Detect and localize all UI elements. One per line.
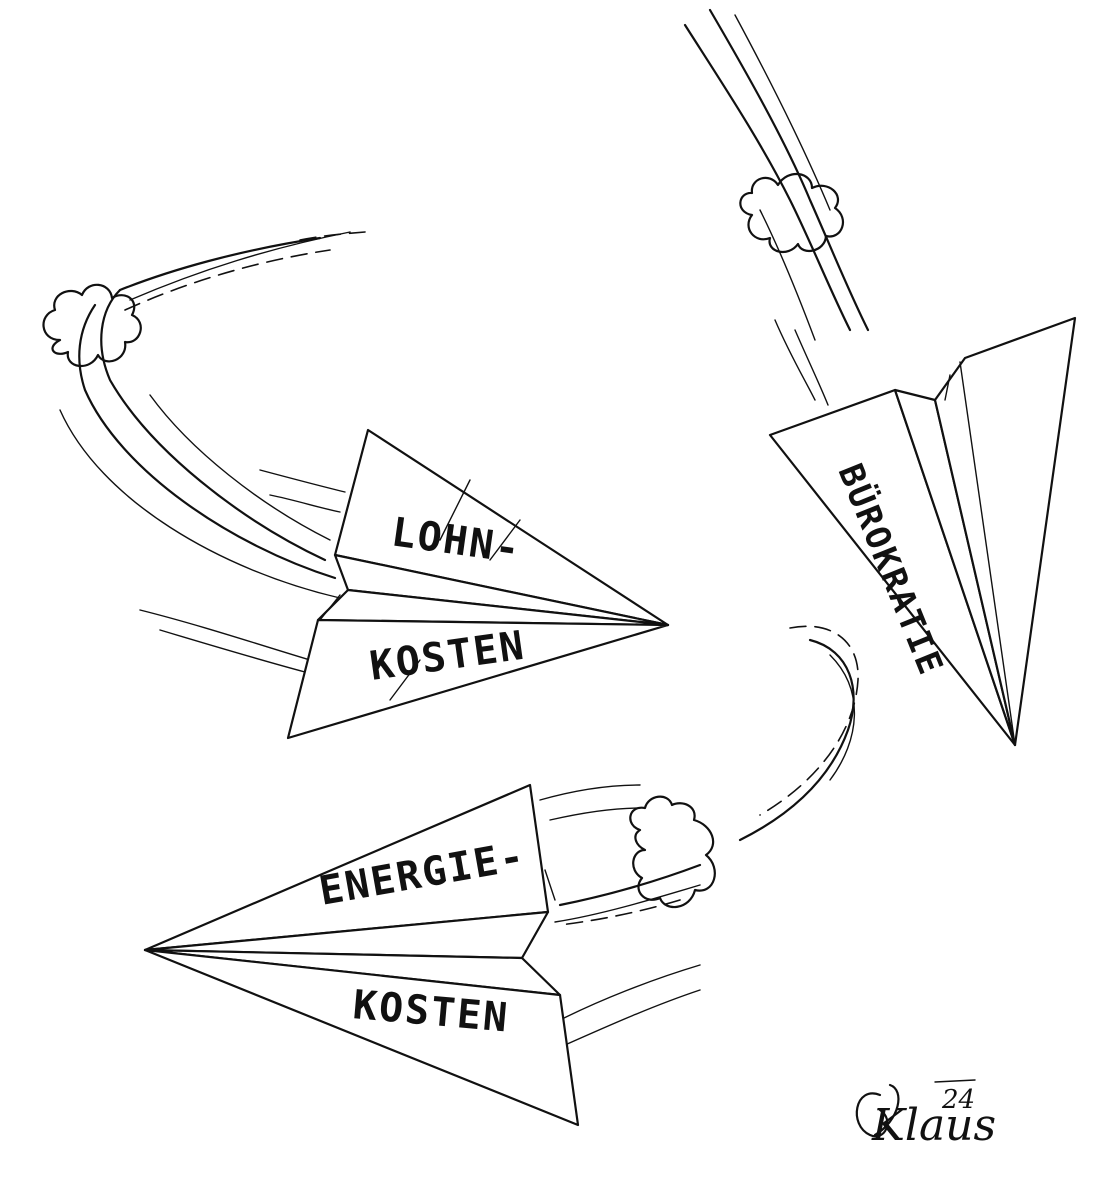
paper-plane-lohnkosten: LOHN- KOSTEN	[286, 428, 670, 740]
puff-cloud-right	[739, 173, 845, 254]
trail-buerokratie	[683, 8, 870, 406]
signature-name: Klaus	[871, 1100, 996, 1151]
artist-signature: Klaus 24	[855, 1079, 996, 1151]
signature-year: 24	[941, 1085, 975, 1115]
puff-cloud-bottom	[629, 795, 716, 908]
paper-plane-energiekosten: ENERGIE- KOSTEN	[143, 783, 580, 1127]
trail-lohnkosten	[59, 231, 366, 673]
paper-plane-buerokratie: BÜROKRATIE	[768, 316, 1077, 747]
trail-energiekosten	[539, 625, 859, 1046]
puff-cloud-left	[42, 283, 142, 367]
